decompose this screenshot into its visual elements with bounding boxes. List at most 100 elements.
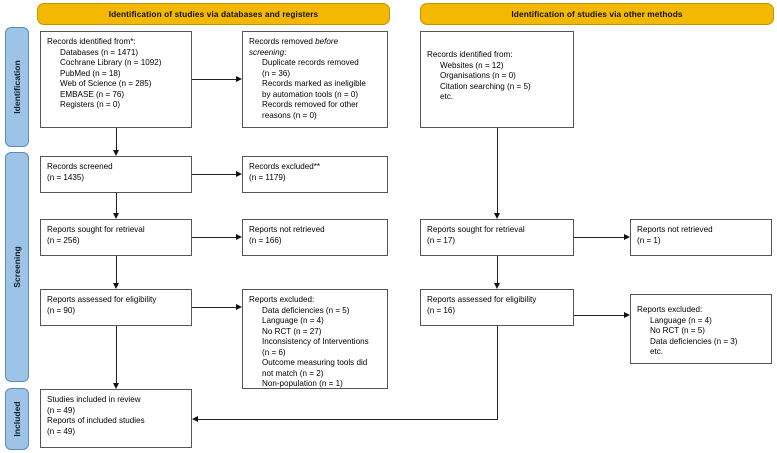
arrowhead-screened-to-sought xyxy=(112,213,119,219)
records-screened-line1: Records screened xyxy=(47,162,113,171)
records-identified-other-item: Websites (n = 12) xyxy=(440,60,504,70)
reports-excluded-title: Reports excluded: xyxy=(249,295,315,304)
arrowhead-sought-to-not-retrieved xyxy=(236,233,242,240)
included-line3: Reports of included studies xyxy=(47,416,145,426)
reports-not-retrieved-other-line1: Reports not retrieved xyxy=(637,225,713,234)
box-records-identified-other: Records identified from: Websites (n = 1… xyxy=(420,31,574,128)
connector-identified-to-screened xyxy=(116,128,117,150)
reports-assessed-other-line2: (n = 16) xyxy=(427,305,456,315)
arrowhead-assessed-to-excluded xyxy=(236,303,242,310)
reports-excluded-item: Outcome measuring tools did xyxy=(262,358,368,368)
connector-other-assessed-to-excluded xyxy=(574,315,624,316)
included-line2: (n = 49) xyxy=(47,405,76,415)
rail-screening-label: Screening xyxy=(12,246,22,288)
rail-included-label: Included xyxy=(12,401,22,437)
box-reports-sought-other: Reports sought for retrieval (n = 17) xyxy=(420,219,574,256)
reports-sought-other-line1: Reports sought for retrieval xyxy=(427,225,525,234)
reports-excluded-item: Non-population (n = 1) xyxy=(262,379,343,389)
records-excluded-line2: (n = 1179) xyxy=(249,172,286,182)
reports-excluded-other-item: etc. xyxy=(650,347,664,357)
rail-screening: Screening xyxy=(5,152,29,382)
connector-screened-to-sought xyxy=(116,193,117,213)
header-other-methods: Identification of studies via other meth… xyxy=(420,3,774,25)
reports-sought-line2: (n = 256) xyxy=(47,235,80,245)
records-identified-item: Cochrane Library (n = 1092) xyxy=(60,58,162,68)
box-reports-excluded-databases: Reports excluded: Data deficiencies (n =… xyxy=(242,289,388,389)
records-removed-title-line1: Records removed before xyxy=(249,37,381,48)
connector-other-sought-to-not-retrieved xyxy=(574,237,624,238)
reports-excluded-item: Data deficiencies (n = 5) xyxy=(262,305,350,315)
connector-screened-to-excluded xyxy=(192,174,236,175)
records-identified-other-title: Records identified from: xyxy=(427,50,513,59)
arrowhead-other-assessed-to-excluded xyxy=(624,311,630,318)
records-identified-item: PubMed (n = 18) xyxy=(60,68,121,78)
records-removed-item: (n = 36) xyxy=(262,68,291,78)
reports-assessed-line1: Reports assessed for eligibility xyxy=(47,295,157,304)
records-identified-other-item: Organisations (n = 0) xyxy=(440,71,516,81)
reports-assessed-other-line1: Reports assessed for eligibility xyxy=(427,295,537,304)
reports-excluded-other-item: No RCT (n = 5) xyxy=(650,326,705,336)
connector-other-sought-to-assessed xyxy=(497,256,498,283)
records-removed-item: Records marked as ineligible xyxy=(262,79,366,89)
box-reports-sought-databases: Reports sought for retrieval (n = 256) xyxy=(40,219,192,256)
box-reports-excluded-other: Reports excluded: Language (n = 4) No RC… xyxy=(630,294,772,364)
reports-excluded-item: Inconsistency of Interventions xyxy=(262,337,369,347)
connector-other-to-included-vertical xyxy=(497,326,498,419)
arrowhead-identified-to-screened xyxy=(112,150,119,156)
arrowhead-identified-to-removed xyxy=(236,75,242,82)
records-excluded-line1: Records excluded** xyxy=(249,162,321,171)
included-line1: Studies included in review xyxy=(47,395,141,404)
box-records-screened: Records screened (n = 1435) xyxy=(40,156,192,193)
box-reports-not-retrieved-other: Reports not retrieved (n = 1) xyxy=(630,219,772,256)
records-removed-title-b: screening xyxy=(249,47,285,57)
rail-identification: Identification xyxy=(5,27,29,147)
connector-identified-to-removed xyxy=(192,79,236,80)
box-records-removed-before-screening: Records removed before screening: Duplic… xyxy=(242,31,388,128)
box-records-identified-databases: Records identified from*: Databases (n =… xyxy=(40,31,192,128)
arrowhead-other-to-included xyxy=(192,415,198,422)
box-reports-assessed-other: Reports assessed for eligibility (n = 16… xyxy=(420,289,574,326)
box-records-excluded: Records excluded** (n = 1179) xyxy=(242,156,388,193)
rail-included: Included xyxy=(5,388,29,450)
connector-sought-to-not-retrieved xyxy=(192,237,236,238)
reports-not-retrieved-line2: (n = 166) xyxy=(249,235,282,245)
reports-excluded-item: No RCT (n = 27) xyxy=(262,326,322,336)
records-screened-line2: (n = 1435) xyxy=(47,172,85,182)
arrowhead-other-sought-to-not-retrieved xyxy=(624,233,630,240)
connector-other-identified-to-sought xyxy=(497,128,498,213)
records-removed-title-a: Records removed xyxy=(249,37,316,46)
records-identified-other-item: Citation searching (n = 5) xyxy=(440,81,531,91)
arrowhead-sought-to-assessed xyxy=(112,283,119,289)
reports-not-retrieved-other-line2: (n = 1) xyxy=(637,235,661,245)
records-identified-title: Records identified from*: xyxy=(47,37,136,46)
records-identified-item: Registers (n = 0) xyxy=(60,100,121,110)
records-identified-item: Web of Science (n = 285) xyxy=(60,79,152,89)
box-reports-not-retrieved-databases: Reports not retrieved (n = 166) xyxy=(242,219,388,256)
arrowhead-other-sought-to-assessed xyxy=(493,283,500,289)
arrowhead-screened-to-excluded xyxy=(236,170,242,177)
connector-sought-to-assessed xyxy=(116,256,117,283)
records-removed-item: Duplicate records removed xyxy=(262,58,359,68)
records-removed-title-line2: screening: xyxy=(249,48,381,59)
rail-identification-label: Identification xyxy=(12,60,22,114)
records-identified-item: Databases (n = 1471) xyxy=(60,47,139,57)
arrowhead-assessed-to-included xyxy=(112,383,119,389)
records-removed-title-colon: : xyxy=(284,47,287,57)
reports-sought-line1: Reports sought for retrieval xyxy=(47,225,145,234)
included-line4: (n = 49) xyxy=(47,426,76,436)
reports-excluded-item: Language (n = 4) xyxy=(262,316,324,326)
records-identified-item: EMBASE (n = 76) xyxy=(60,89,125,99)
records-identified-other-item: etc. xyxy=(440,92,454,102)
reports-assessed-line2: (n = 90) xyxy=(47,305,76,315)
box-reports-assessed-databases: Reports assessed for eligibility (n = 90… xyxy=(40,289,192,326)
reports-excluded-item: not match (n = 2) xyxy=(262,368,324,378)
records-removed-item: reasons (n = 0) xyxy=(262,110,317,120)
records-removed-item: by automation tools (n = 0) xyxy=(262,89,359,99)
reports-not-retrieved-line1: Reports not retrieved xyxy=(249,225,325,234)
header-databases-registers: Identification of studies via databases … xyxy=(37,3,390,25)
reports-excluded-item: (n = 6) xyxy=(262,347,286,357)
reports-excluded-other-item: Data deficiencies (n = 3) xyxy=(650,336,738,346)
connector-assessed-to-included xyxy=(116,326,117,383)
records-removed-title-em: before xyxy=(315,37,339,46)
